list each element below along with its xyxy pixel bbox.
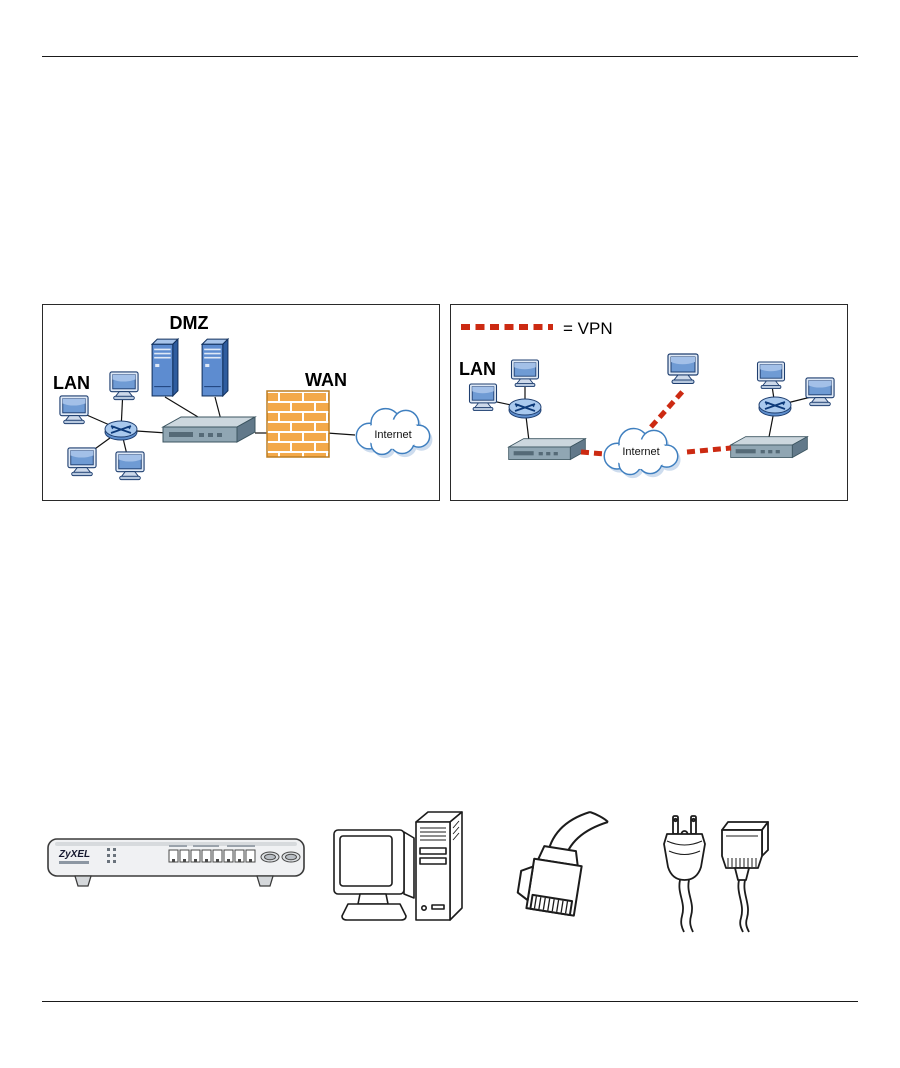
vpn-tunnel-remote-pc: [649, 389, 685, 429]
internet-label: Internet: [622, 446, 659, 458]
ethernet-plug-illustration: [516, 811, 609, 917]
computer-illustration: [333, 811, 463, 921]
wan-label: WAN: [305, 370, 347, 390]
vpn-network-diagram: = VPN LAN Internet: [459, 319, 835, 479]
zywall-front-panel-illustration: ZyXEL: [47, 838, 305, 887]
desktop-computer-icon: [510, 359, 540, 388]
security-gateway-icon: [508, 438, 586, 460]
figure-frame-vpn: = VPN LAN Internet: [450, 304, 848, 501]
vpn-legend-label: = VPN: [563, 319, 613, 338]
device-feet: [74, 875, 274, 887]
figure-frame-dmz: DMZ LAN WAN Internet: [42, 304, 440, 501]
vpn-tunnel-left: [580, 449, 606, 457]
footer-rule: [42, 1001, 858, 1002]
brick-firewall-icon: [266, 390, 330, 458]
desktop-computer-icon: [468, 383, 498, 412]
dmz-label: DMZ: [170, 313, 209, 333]
vpn-tunnel-dashes: [580, 389, 732, 457]
port-notches: [172, 859, 252, 862]
header-rule: [42, 56, 858, 57]
router-icon: [104, 420, 138, 441]
led-cluster: [107, 848, 116, 863]
server-icon: [201, 338, 229, 397]
lan-label: LAN: [459, 359, 496, 379]
port-label-marks: [169, 845, 255, 847]
server-icon: [151, 338, 179, 397]
router-icon: [758, 396, 792, 417]
desktop-computer-icon: [67, 447, 97, 477]
desktop-computer-icon: [667, 353, 699, 385]
computer-lineart: [333, 811, 463, 921]
desktop-computer-icon: [115, 451, 145, 481]
vpn-tunnel-right: [686, 445, 732, 455]
desktop-computer-icon: [109, 371, 139, 401]
desktop-computer-icon: [805, 377, 835, 407]
internet-label: Internet: [374, 429, 411, 441]
security-gateway-icon: [730, 436, 808, 458]
power-cords-illustration: [663, 815, 769, 933]
router-icon: [508, 398, 542, 419]
dmz-network-diagram: DMZ LAN WAN Internet: [53, 313, 434, 481]
serial-connectors: [260, 851, 301, 863]
model-text-mark: [59, 861, 89, 864]
rj45-connector-body: [516, 845, 583, 917]
brand-logo: ZyXEL: [58, 849, 90, 860]
rj45-pins: [533, 896, 569, 914]
desktop-computer-icon: [756, 361, 786, 390]
desktop-computer-icon: [59, 395, 89, 425]
security-gateway-icon: [162, 416, 256, 443]
lan-label: LAN: [53, 373, 90, 393]
power-plugs-lineart: [663, 815, 769, 933]
